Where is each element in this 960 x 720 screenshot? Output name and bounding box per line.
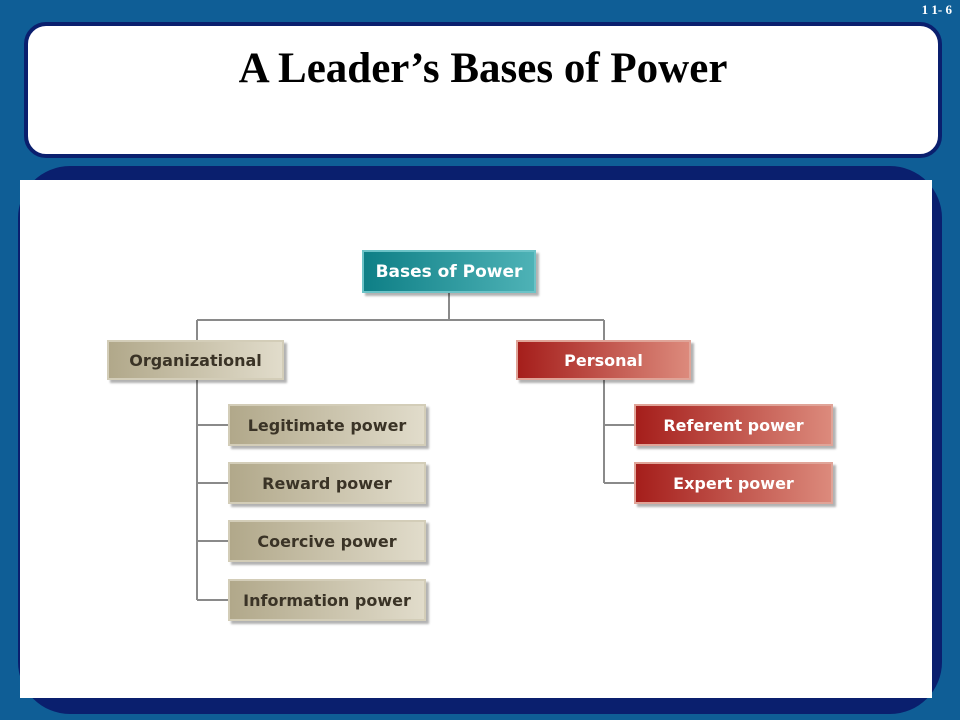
node-personal: Personal — [516, 340, 691, 380]
node-legitimate-power: Legitimate power — [228, 404, 426, 446]
slide-number: 1 1- 6 — [921, 2, 952, 17]
title-box: A Leader’s Bases of Power — [24, 22, 942, 158]
node-expert-power: Expert power — [634, 462, 833, 504]
node-referent-power: Referent power — [634, 404, 833, 446]
node-information-power: Information power — [228, 579, 426, 621]
node-coercive-power: Coercive power — [228, 520, 426, 562]
node-reward-power: Reward power — [228, 462, 426, 504]
node-bases-of-power: Bases of Power — [362, 250, 536, 293]
node-organizational: Organizational — [107, 340, 284, 380]
slide-title: A Leader’s Bases of Power — [238, 45, 728, 92]
